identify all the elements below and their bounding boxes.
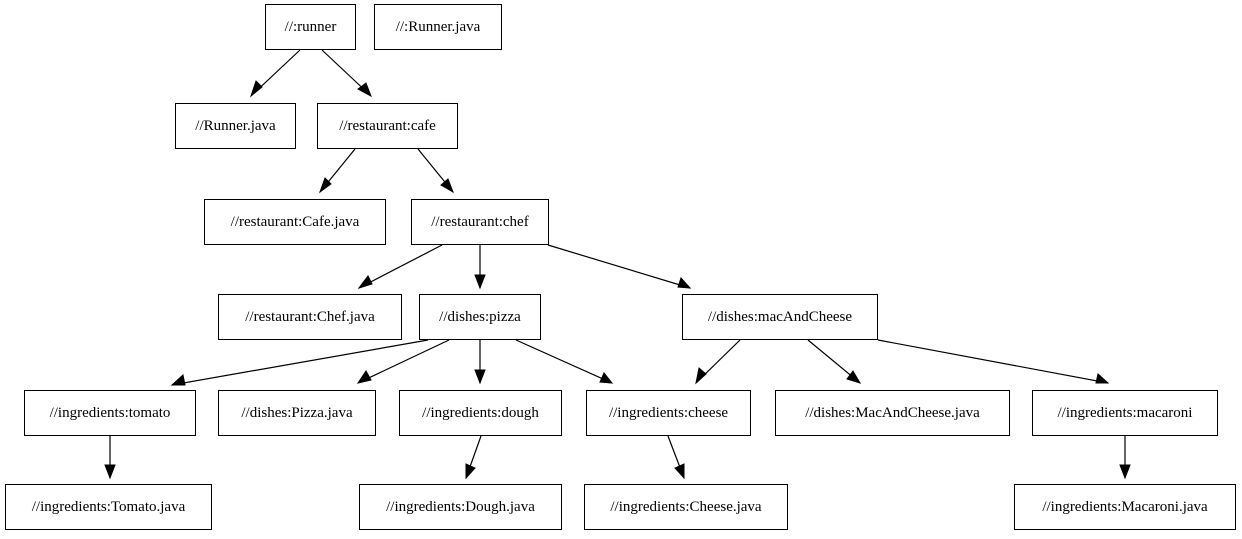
graph-node-label: //dishes:MacAndCheese.java — [805, 404, 980, 421]
graph-edge — [474, 245, 486, 290]
edge-arrowhead-icon — [357, 82, 372, 98]
graph-edge — [357, 244, 443, 289]
graph-node-label: //dishes:pizza — [439, 308, 521, 325]
graph-edge — [249, 49, 301, 98]
graph-node-pizza_java[interactable]: //dishes:Pizza.java — [218, 390, 376, 436]
graph-node-restaurant_chef[interactable]: //restaurant:chef — [411, 199, 549, 245]
graph-node-tomato_java[interactable]: //ingredients:Tomato.java — [5, 484, 212, 530]
graph-edge — [318, 148, 356, 194]
graph-node-label: //:runner — [284, 18, 337, 35]
graph-node-ing_dough[interactable]: //ingredients:dough — [399, 390, 562, 436]
graph-edge — [807, 339, 862, 384]
graph-node-restaurant_cafe[interactable]: //restaurant:cafe — [317, 103, 458, 149]
edge-arrowhead-icon — [474, 274, 486, 290]
graph-node-label: //ingredients:Dough.java — [386, 498, 535, 515]
graph-node-cafe_java[interactable]: //restaurant:Cafe.java — [204, 199, 386, 245]
edge-line — [358, 244, 443, 289]
graph-node-label: //restaurant:Cafe.java — [230, 213, 360, 230]
edge-arrowhead-icon — [318, 177, 332, 194]
graph-node-label: //:Runner.java — [395, 18, 481, 35]
edge-arrowhead-icon — [249, 80, 263, 98]
edge-line — [321, 49, 372, 97]
graph-node-label: //restaurant:Chef.java — [245, 308, 375, 325]
edge-line — [319, 148, 356, 193]
graph-node-label: //restaurant:chef — [431, 213, 529, 230]
graph-edge — [1119, 436, 1131, 480]
graph-edge — [474, 340, 486, 385]
graph-edge — [515, 339, 614, 384]
edge-arrowhead-icon — [465, 463, 476, 480]
edge-arrowhead-icon — [846, 370, 862, 384]
edge-arrowhead-icon — [1119, 464, 1131, 480]
graph-node-ing_tomato[interactable]: //ingredients:tomato — [24, 390, 196, 436]
edge-line — [807, 339, 861, 384]
graph-node-macaroni_java[interactable]: //ingredients:Macaroni.java — [1014, 484, 1236, 530]
graph-edge — [321, 49, 372, 98]
graph-node-ing_cheese[interactable]: //ingredients:cheese — [586, 390, 751, 436]
graph-edge — [104, 436, 116, 480]
edge-arrowhead-icon — [170, 374, 186, 386]
edge-arrowhead-icon — [356, 370, 372, 384]
graph-node-dough_java[interactable]: //ingredients:Dough.java — [359, 484, 562, 530]
edge-arrowhead-icon — [677, 277, 692, 289]
edge-arrowhead-icon — [474, 369, 486, 385]
graph-edge — [465, 435, 482, 480]
graph-edge — [356, 339, 450, 384]
graph-node-label: //ingredients:Tomato.java — [31, 498, 186, 515]
edge-line — [171, 339, 429, 386]
edge-line — [465, 435, 482, 479]
edge-arrowhead-icon — [599, 372, 614, 384]
graph-node-label: //Runner.java — [195, 117, 276, 134]
edge-line — [667, 435, 685, 479]
graph-node-label: //ingredients:tomato — [49, 404, 171, 421]
edge-arrowhead-icon — [440, 178, 454, 194]
graph-node-chef_java[interactable]: //restaurant:Chef.java — [218, 294, 402, 340]
edge-arrowhead-icon — [357, 275, 373, 289]
edge-line — [515, 339, 613, 384]
edge-line — [357, 339, 450, 384]
graph-node-runner[interactable]: //:runner — [265, 4, 356, 50]
graph-edge — [170, 339, 429, 386]
graph-node-runner_java_root[interactable]: //:Runner.java — [374, 4, 502, 50]
graph-node-label: //dishes:macAndCheese — [707, 308, 853, 325]
graph-node-label: //ingredients:macaroni — [1057, 404, 1193, 421]
graph-node-dishes_pizza[interactable]: //dishes:pizza — [419, 294, 541, 340]
graph-edge — [695, 339, 741, 385]
edge-line — [547, 244, 691, 289]
edge-line — [250, 49, 301, 97]
edge-line — [695, 339, 741, 384]
edge-arrowhead-icon — [674, 463, 685, 480]
graph-node-ing_macaroni[interactable]: //ingredients:macaroni — [1032, 390, 1218, 436]
graph-node-dishes_macncheese[interactable]: //dishes:macAndCheese — [682, 294, 878, 340]
graph-node-label: //ingredients:Macaroni.java — [1042, 498, 1208, 515]
edge-arrowhead-icon — [1095, 373, 1110, 384]
graph-edge — [547, 244, 692, 289]
graph-edge — [667, 435, 685, 480]
graph-edge — [877, 339, 1110, 384]
graph-node-label: //ingredients:Cheese.java — [610, 498, 762, 515]
edge-arrowhead-icon — [104, 464, 116, 480]
graph-node-cheese_java[interactable]: //ingredients:Cheese.java — [584, 484, 788, 530]
graph-node-label: //ingredients:cheese — [608, 404, 729, 421]
edge-line — [877, 339, 1109, 384]
edge-arrowhead-icon — [695, 367, 707, 385]
graph-edge — [417, 148, 454, 194]
graph-node-runner_java[interactable]: //Runner.java — [175, 103, 296, 149]
edge-line — [417, 148, 454, 193]
graph-node-macncheese_java[interactable]: //dishes:MacAndCheese.java — [775, 390, 1010, 436]
graph-node-label: //restaurant:cafe — [339, 117, 436, 134]
graph-node-label: //dishes:Pizza.java — [241, 404, 353, 421]
graph-node-label: //ingredients:dough — [422, 404, 539, 421]
